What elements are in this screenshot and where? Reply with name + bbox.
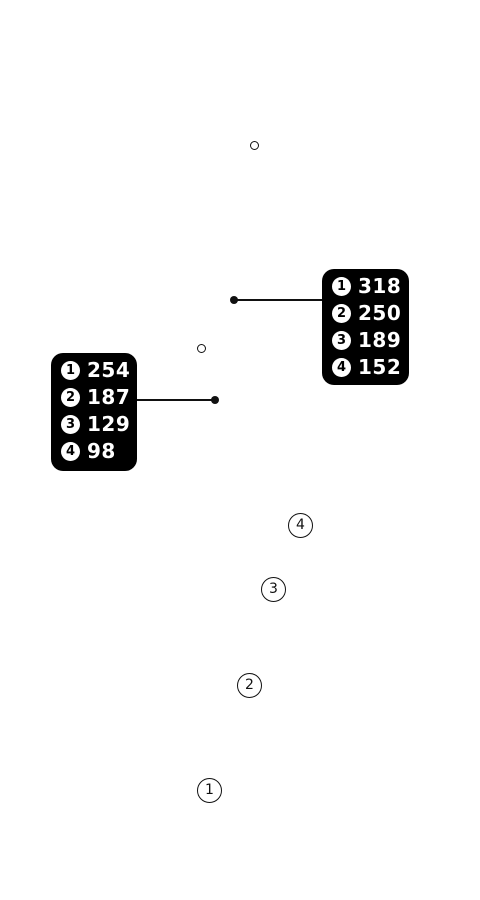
stage-marker-1: 1	[197, 778, 222, 803]
row-number-badge: 2	[61, 388, 80, 407]
row-number-badge: 2	[332, 304, 351, 323]
row-number-badge: 4	[332, 358, 351, 377]
readout-value: 98	[87, 439, 116, 463]
readout-row: 4 98	[61, 438, 127, 465]
row-number-badge: 1	[332, 277, 351, 296]
readout-value: 187	[87, 385, 131, 409]
readout-row: 2 187	[61, 384, 131, 411]
row-number-badge: 3	[332, 331, 351, 350]
readout-row: 1 254	[61, 357, 131, 384]
readout-row: 2 250	[332, 300, 402, 327]
row-number-badge: 1	[61, 361, 80, 380]
small-ring-marker-top	[250, 141, 259, 150]
stage-marker-3: 3	[261, 577, 286, 602]
readout-value: 152	[358, 355, 402, 379]
row-number-badge: 3	[61, 415, 80, 434]
readout-value: 254	[87, 358, 131, 382]
readout-value: 250	[358, 301, 402, 325]
readout-value: 189	[358, 328, 402, 352]
right-callout-anchor-dot	[230, 296, 238, 304]
readout-value: 129	[87, 412, 131, 436]
stage-marker-4: 4	[288, 513, 313, 538]
readout-row: 3 129	[61, 411, 131, 438]
small-ring-marker-middle	[197, 344, 206, 353]
stage-marker-2: 2	[237, 673, 262, 698]
readout-row: 1 318	[332, 273, 402, 300]
row-number-badge: 4	[61, 442, 80, 461]
left-callout-anchor-dot	[211, 396, 219, 404]
left-readout-panel: 1 254 2 187 3 129 4 98	[51, 353, 137, 471]
left-callout-connector	[137, 399, 215, 401]
right-callout-connector	[234, 299, 326, 301]
right-readout-panel: 1 318 2 250 3 189 4 152	[322, 269, 409, 385]
readout-value: 318	[358, 274, 402, 298]
readout-row: 4 152	[332, 354, 402, 381]
readout-row: 3 189	[332, 327, 402, 354]
